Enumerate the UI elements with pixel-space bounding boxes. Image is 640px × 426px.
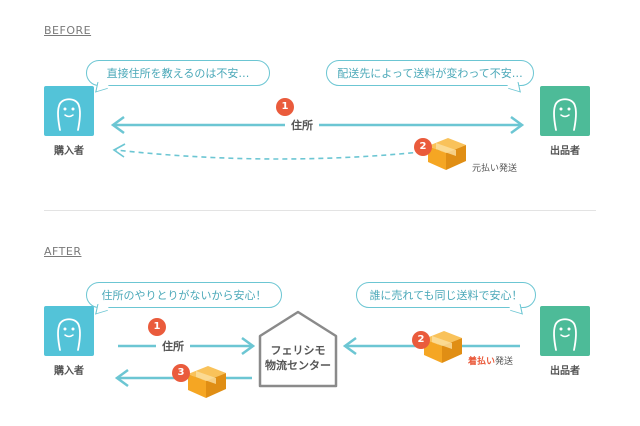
after-step2-badge: 2	[412, 331, 430, 349]
person-icon	[553, 318, 577, 351]
after-shipping-arrow-head	[342, 336, 357, 356]
before-heading: BEFORE	[44, 24, 92, 37]
person-icon	[57, 98, 81, 131]
before-buyer-bubble-text: 直接住所を教えるのは不安…	[106, 67, 250, 80]
before-address-arrow-right-head	[510, 115, 525, 135]
after-seller-bubble: 誰に売れても同じ送料で安心！	[356, 282, 536, 315]
before-step2-badge: 2	[414, 138, 432, 156]
before-address-arrow-left-head	[110, 115, 125, 135]
person-icon	[553, 98, 577, 131]
before-shipping-arrow-head	[112, 143, 126, 158]
after-step3-badge: 3	[172, 364, 190, 382]
before-buyer-avatar	[44, 86, 94, 136]
after-step2-parcel	[420, 327, 466, 369]
after-address-arrow-head	[241, 336, 256, 356]
before-seller-bubble-text: 配送先によって送料が変わって不安…	[337, 67, 523, 80]
before-seller-bubble: 配送先によって送料が変わって不安…	[326, 60, 534, 93]
after-seller-label: 出品者	[550, 366, 580, 377]
after-seller-avatar	[540, 306, 590, 356]
after-step2-label: 着払い発送	[468, 354, 513, 367]
after-step2-label-rest: 発送	[495, 357, 514, 367]
house-outline-icon	[258, 310, 338, 388]
after-step2-label-accent: 着払い	[468, 357, 496, 367]
before-seller-label: 出品者	[550, 146, 580, 157]
before-shipping-dashed-arrow	[115, 149, 441, 160]
after-step1-label: 住所	[156, 338, 190, 354]
logistics-center-label: フェリシモ 物流センター	[258, 343, 338, 373]
parcel-box-icon	[188, 366, 226, 398]
person-icon	[57, 318, 81, 351]
before-step1-badge: 1	[276, 98, 294, 116]
parcel-box-icon	[424, 331, 462, 363]
after-delivery-arrow-head	[114, 368, 129, 388]
center-line2: 物流センター	[265, 359, 331, 372]
section-divider	[44, 210, 596, 211]
parcel-box-icon	[428, 138, 466, 170]
after-heading: AFTER	[44, 245, 82, 258]
after-seller-bubble-text: 誰に売れても同じ送料で安心！	[369, 289, 523, 302]
after-buyer-bubble-text: 住所のやりとりがないから安心！	[101, 289, 267, 302]
center-line1: フェリシモ	[270, 344, 326, 357]
after-buyer-avatar	[44, 306, 94, 356]
after-step3-parcel	[184, 362, 230, 404]
after-buyer-label: 購入者	[54, 366, 84, 377]
before-step1-label: 住所	[285, 117, 319, 133]
after-buyer-bubble: 住所のやりとりがないから安心！	[86, 282, 282, 315]
before-buyer-label: 購入者	[54, 146, 84, 157]
before-seller-avatar	[540, 86, 590, 136]
before-parcel-box	[424, 134, 470, 176]
after-step1-badge: 1	[148, 318, 166, 336]
before-step2-label: 元払い発送	[472, 164, 518, 174]
before-buyer-bubble: 直接住所を教えるのは不安…	[86, 60, 270, 93]
